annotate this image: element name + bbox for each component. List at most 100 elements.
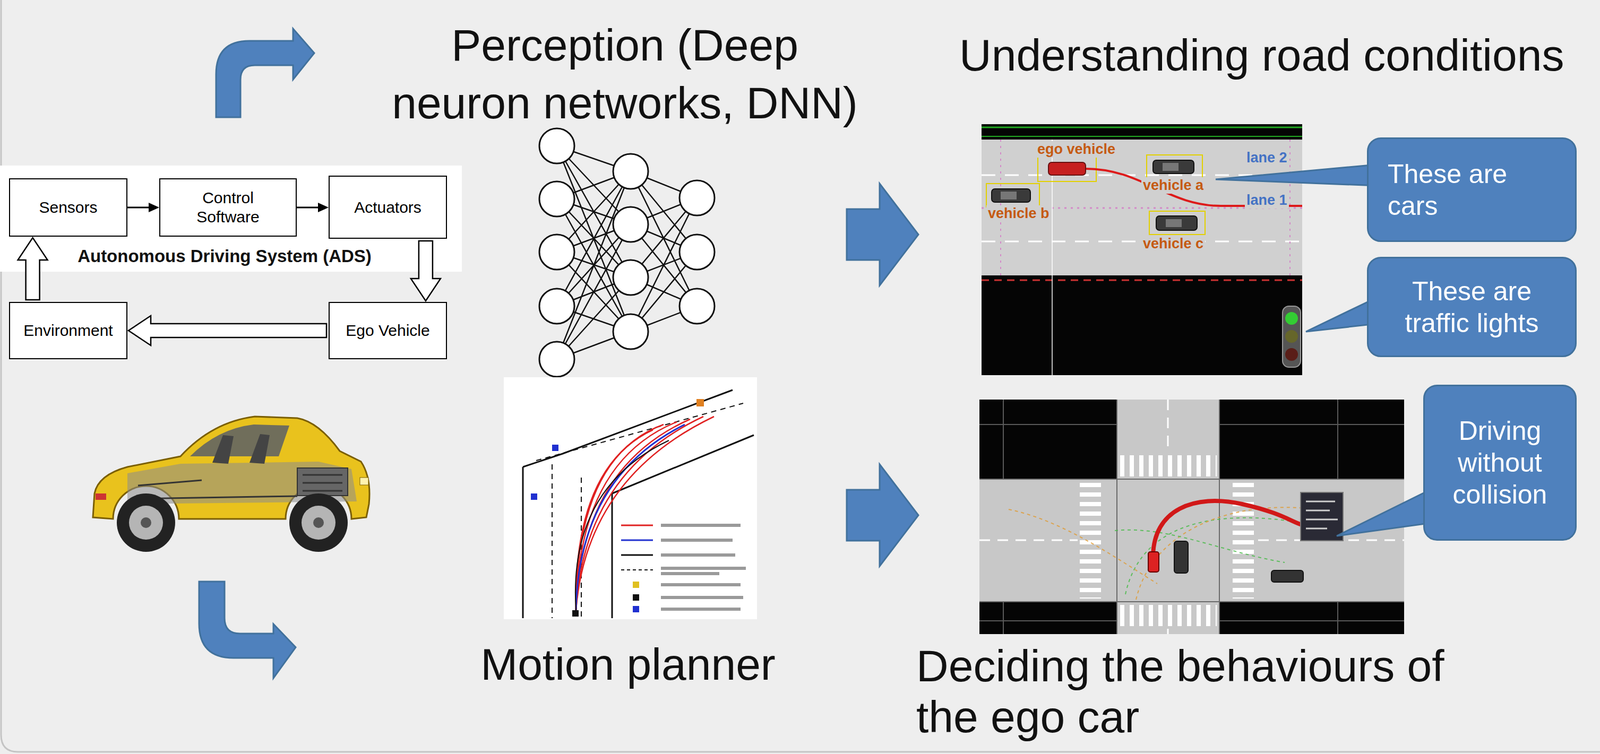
neural-network-part-part — [613, 260, 649, 296]
section-heading: Motion planner — [468, 635, 788, 694]
vehicle-tag: vehicle a — [1141, 177, 1206, 194]
car-illustration-part — [140, 517, 152, 529]
box-text: Ego Vehicle — [339, 321, 437, 341]
vehicle-tag: ego vehicle — [1035, 141, 1117, 158]
section-heading: Deciding the behaviours of the ego car — [916, 641, 1506, 744]
neural-network-part-part — [539, 181, 575, 217]
motion-planner-figure-part — [572, 610, 579, 617]
ads-panel-part — [0, 165, 462, 272]
intersection-screenshot-part — [979, 399, 1405, 635]
lane-tag: lane 1 — [1244, 192, 1289, 209]
motion-planner-figure-part-part — [660, 607, 741, 612]
car-illustration-part — [212, 435, 234, 464]
box-text: Sensors — [19, 198, 117, 218]
road-screenshot-part — [1165, 219, 1182, 228]
motion-planner-figure-part — [621, 525, 653, 527]
road-screenshot-part — [981, 126, 1303, 129]
box-text: Environment — [19, 321, 117, 341]
system-caption: Autonomous Driving System (ADS) — [65, 246, 384, 267]
road-screenshot-part — [981, 175, 1303, 242]
process-box: Sensors — [9, 178, 128, 237]
motion-planner-figure-part — [536, 403, 744, 619]
road-screenshot-part — [1285, 312, 1298, 325]
motion-planner-figure-part — [632, 594, 640, 601]
neural-network-part-part — [679, 234, 715, 270]
neural-network-part-part — [539, 288, 575, 324]
flow-arrow-part — [199, 581, 296, 679]
motion-planner-figure-part — [696, 399, 704, 407]
intersection-screenshot-part-part — [1125, 518, 1301, 595]
motion-planner-figure-part — [632, 606, 640, 613]
motion-planner-figure-part — [660, 523, 746, 612]
motion-planner-figure-part — [522, 390, 754, 619]
process-box: Actuators — [328, 175, 447, 239]
road-screenshot-part — [1048, 162, 1086, 176]
block-arrow-shape — [18, 237, 48, 300]
callout-text: Driving without collision — [1435, 415, 1565, 511]
car-illustration-part — [249, 434, 270, 464]
callout-tail-part — [1215, 164, 1378, 186]
motion-planner-figure-part-part — [575, 419, 691, 611]
ads-panel — [0, 165, 462, 272]
motion-planner-figure-part — [621, 539, 653, 542]
motion-planner-figure-part — [575, 424, 685, 611]
callout-bubble: These are traffic lights — [1366, 256, 1577, 358]
section-heading: Understanding road conditions — [959, 26, 1564, 85]
road-screenshot-part — [981, 139, 1303, 276]
motion-planner-figure-part-part — [660, 566, 746, 571]
car-illustration — [92, 416, 370, 553]
motion-planner-figure-part — [530, 493, 538, 501]
road-screenshot — [981, 124, 1303, 376]
road-screenshot-part — [981, 279, 1303, 282]
intersection-screenshot — [979, 399, 1405, 635]
arrow-connector — [296, 202, 329, 213]
car-illustration-part — [190, 424, 290, 457]
road-screenshot-part — [1162, 162, 1179, 171]
motion-planner-figure-part-part — [575, 429, 653, 611]
motion-planner-figure-part-part — [660, 553, 736, 557]
arrow-head — [148, 202, 160, 213]
car-illustration-part — [313, 517, 324, 529]
road-screenshot-part — [991, 188, 1031, 203]
arrow-connector — [127, 202, 160, 213]
motion-planner-figure-part-part — [660, 596, 744, 600]
road-screenshot-part — [1000, 191, 1017, 200]
connector-line — [296, 207, 320, 209]
road-screenshot-part — [1285, 348, 1298, 361]
arrow-head — [317, 202, 329, 213]
callout-bubble: Driving without collision — [1423, 384, 1577, 541]
car-illustration-part — [301, 505, 336, 540]
road-screenshot-part — [1153, 160, 1194, 174]
motion-planner-figure-part — [503, 377, 758, 620]
callout-text: These are traffic lights — [1379, 275, 1565, 340]
neural-network-part-part — [679, 180, 715, 216]
intersection-screenshot-part-part — [1008, 509, 1158, 584]
motion-planner-figure-part-part — [660, 572, 720, 576]
neural-network-part-part — [539, 341, 575, 377]
section-heading: Perception (Deep neuron networks, DNN) — [385, 16, 864, 133]
motion-planner-figure-part — [621, 554, 653, 557]
connector-line — [127, 207, 150, 209]
neural-network-part-part — [679, 288, 715, 324]
road-screenshot-part — [981, 124, 1303, 376]
motion-planner-figure-part-part — [660, 523, 741, 528]
motion-planner-figure-part — [552, 444, 559, 452]
car-illustration-part — [289, 493, 348, 553]
motion-planner-figure-part — [575, 416, 715, 611]
flow-arrow-part — [846, 464, 919, 567]
neural-network-part-part — [539, 128, 575, 164]
process-box: Environment — [9, 302, 128, 360]
motion-planner-figure-part-part — [660, 583, 741, 587]
neural-network-part-part — [613, 207, 649, 243]
block-arrow — [410, 241, 441, 301]
flow-arrow-part — [846, 183, 919, 286]
callout-tail-part — [1336, 488, 1434, 537]
road-screenshot-part — [1282, 306, 1301, 368]
flow-arrow-part — [216, 28, 315, 118]
neural-network-part — [539, 128, 715, 377]
road-screenshot-part-part — [1146, 155, 1203, 179]
car-illustration-part — [95, 493, 107, 501]
road-screenshot-part-part — [1149, 211, 1206, 235]
